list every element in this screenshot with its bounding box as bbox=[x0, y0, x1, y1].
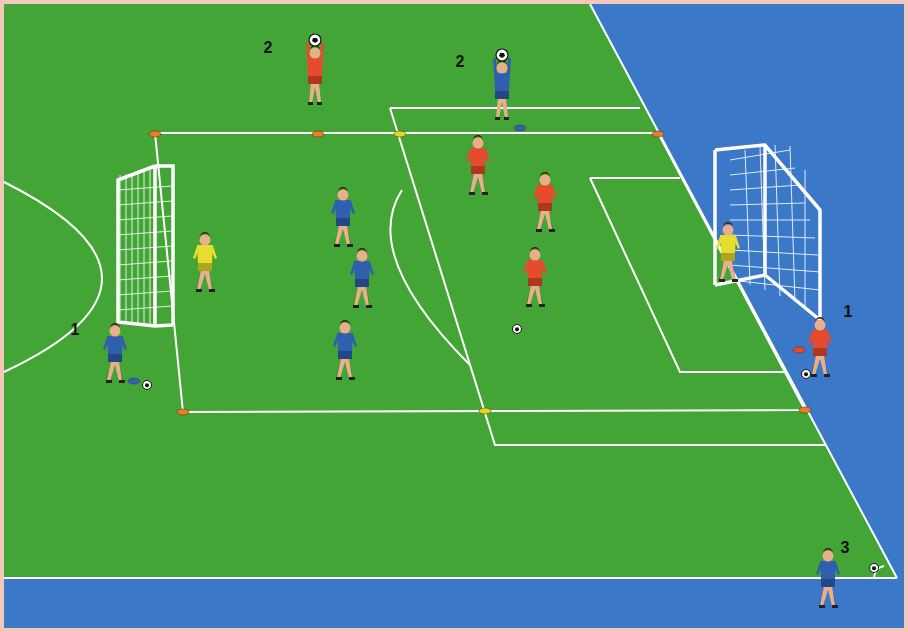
outside-ground bbox=[4, 4, 904, 628]
cones bbox=[128, 125, 811, 415]
goal bbox=[715, 145, 820, 320]
goal bbox=[118, 166, 173, 326]
players bbox=[103, 34, 840, 608]
pitch-lines bbox=[4, 4, 897, 578]
callout-number: 1 bbox=[844, 304, 853, 320]
callout-number: 3 bbox=[841, 540, 850, 556]
callout-number: 1 bbox=[71, 322, 80, 338]
pitch-ground bbox=[4, 4, 897, 578]
callout-number: 2 bbox=[264, 40, 273, 56]
balls bbox=[143, 325, 879, 573]
callout-number: 2 bbox=[456, 54, 465, 70]
